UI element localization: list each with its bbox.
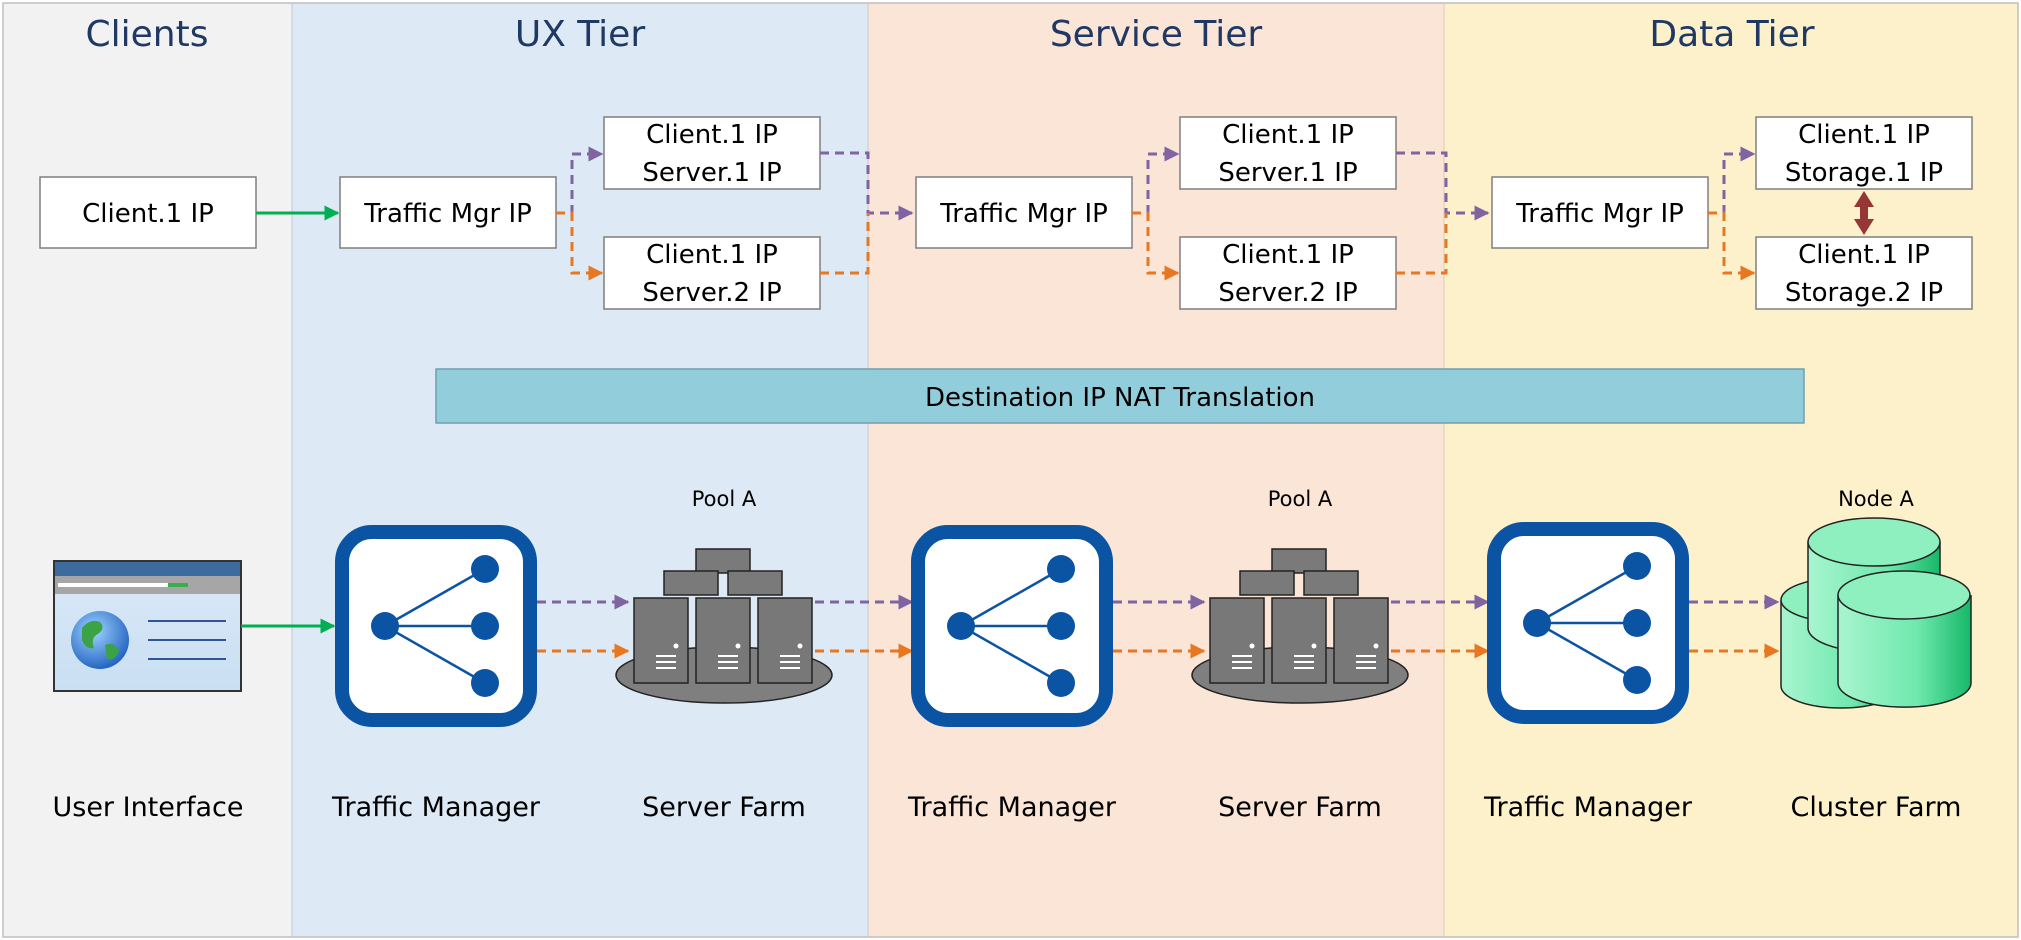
ux-traffic-mgr-ip-box: Traffic Mgr IP xyxy=(339,176,557,249)
svg-text:Client.1 IP: Client.1 IP xyxy=(82,199,214,229)
data-storage2-ip-box: Client.1 IP Storage.2 IP xyxy=(1755,236,1973,310)
svg-text:Server.1 IP: Server.1 IP xyxy=(1218,158,1357,188)
column-title-ux: UX Tier xyxy=(515,14,645,55)
svg-text:Traffic Mgr IP: Traffic Mgr IP xyxy=(363,199,532,229)
label-server-farm-service: Server Farm xyxy=(1218,792,1382,823)
svg-text:Server.2 IP: Server.2 IP xyxy=(642,278,781,308)
pool-label-service: Pool A xyxy=(1268,487,1333,511)
svg-text:Traffic Mgr IP: Traffic Mgr IP xyxy=(939,199,1108,229)
svg-text:Client.1 IP: Client.1 IP xyxy=(1798,240,1930,270)
service-tm-to-server2-arrow xyxy=(1132,211,1180,281)
server-farm-icon xyxy=(615,548,833,704)
label-traffic-manager-data: Traffic Manager xyxy=(1483,792,1693,823)
service-server1-ip-box: Client.1 IP Server.1 IP xyxy=(1179,116,1397,190)
data-traffic-mgr-ip-box: Traffic Mgr IP xyxy=(1491,176,1709,249)
user-interface-icon xyxy=(53,560,242,692)
column-title-service: Service Tier xyxy=(1050,14,1263,55)
ux-server2-to-service-arrow xyxy=(820,213,870,275)
traffic-manager-icon xyxy=(911,525,1113,727)
nat-translation-banner: Destination IP NAT Translation xyxy=(435,368,1805,424)
svg-text:Client.1 IP: Client.1 IP xyxy=(1222,120,1354,150)
service-server2-to-data-arrow xyxy=(1396,213,1448,275)
storage-replication-arrow xyxy=(1854,191,1874,235)
traffic-manager-icon xyxy=(1487,522,1689,724)
column-title-data: Data Tier xyxy=(1649,14,1814,55)
ux-server2-ip-box: Client.1 IP Server.2 IP xyxy=(603,236,821,310)
ux-server1-ip-box: Client.1 IP Server.1 IP xyxy=(603,116,821,190)
svg-text:Client.1 IP: Client.1 IP xyxy=(646,120,778,150)
service-traffic-mgr-ip-box: Traffic Mgr IP xyxy=(915,176,1133,249)
data-storage1-ip-box: Client.1 IP Storage.1 IP xyxy=(1755,116,1973,190)
svg-text:Server.1 IP: Server.1 IP xyxy=(642,158,781,188)
label-traffic-manager-ux: Traffic Manager xyxy=(331,792,541,823)
svg-text:Destination IP NAT Translation: Destination IP NAT Translation xyxy=(925,383,1315,413)
svg-text:Traffic Mgr IP: Traffic Mgr IP xyxy=(1515,199,1684,229)
svg-text:Server.2 IP: Server.2 IP xyxy=(1218,278,1357,308)
pool-label-ux: Pool A xyxy=(692,487,757,511)
client-ip-box: Client.1 IP xyxy=(39,176,257,249)
svg-text:Storage.1 IP: Storage.1 IP xyxy=(1785,158,1943,188)
service-server2-ip-box: Client.1 IP Server.2 IP xyxy=(1179,236,1397,310)
column-clients-bg xyxy=(3,3,292,937)
svg-text:Client.1 IP: Client.1 IP xyxy=(1798,120,1930,150)
svg-text:Client.1 IP: Client.1 IP xyxy=(1222,240,1354,270)
cluster-farm-icon xyxy=(1780,517,1972,709)
label-server-farm-ux: Server Farm xyxy=(642,792,806,823)
column-title-clients: Clients xyxy=(86,14,209,55)
data-tm-to-storage2-arrow xyxy=(1708,211,1756,281)
ux-server1-to-service-arrow xyxy=(820,151,914,221)
server-farm-icon xyxy=(1191,548,1409,704)
service-server1-to-data-arrow xyxy=(1396,151,1490,221)
label-user-interface: User Interface xyxy=(52,792,243,823)
svg-text:Client.1 IP: Client.1 IP xyxy=(646,240,778,270)
ux-tm-to-server2-arrow xyxy=(556,211,604,281)
node-label: Node A xyxy=(1838,487,1914,511)
label-traffic-manager-service: Traffic Manager xyxy=(907,792,1117,823)
svg-text:Storage.2 IP: Storage.2 IP xyxy=(1785,278,1943,308)
label-cluster-farm: Cluster Farm xyxy=(1791,792,1962,823)
traffic-manager-icon xyxy=(335,525,537,727)
